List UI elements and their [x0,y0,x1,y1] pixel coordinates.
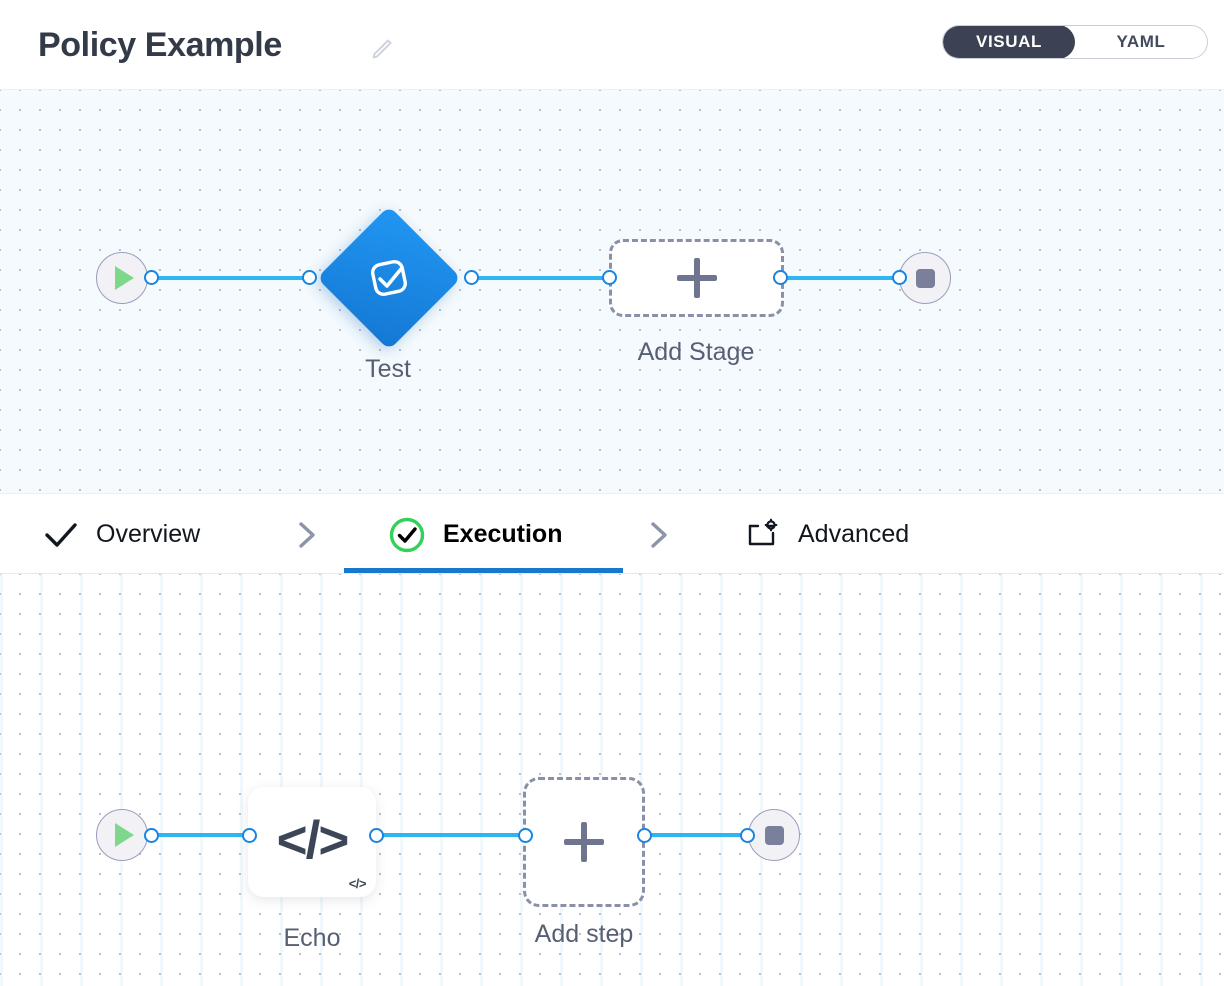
stage-diamond-shape[interactable] [316,205,462,351]
connector-dot-test-out[interactable] [464,270,479,285]
connector-dot-echo-out[interactable] [369,828,384,843]
tab-advanced-label: Advanced [798,520,910,548]
stop-icon [915,268,935,288]
connector-dot-start-out[interactable] [144,270,159,285]
plus-icon [564,822,604,862]
step-end-node[interactable] [748,809,800,861]
connector-addstage-to-end [778,276,903,280]
tab-advanced[interactable]: Advanced [745,494,909,575]
plus-icon [676,258,717,298]
connector-dot-step-start-out[interactable] [144,828,159,843]
play-icon [115,823,134,847]
tab-execution-label: Execution [443,520,563,548]
stage-canvas[interactable]: Test Add Stage [0,90,1224,493]
stage-label-test: Test [365,355,411,383]
connector-test-to-addstage [465,276,615,280]
view-mode-toggle[interactable]: VISUAL YAML [942,25,1208,59]
mode-option-yaml[interactable]: YAML [1116,32,1166,51]
connector-addstep-to-end [640,833,760,837]
chevron-right-icon-1 [296,494,320,575]
connector-start-to-test [150,276,315,280]
chevron-right-icon-2 [648,494,672,575]
window-gear-icon [745,518,781,552]
pencil-icon[interactable] [368,36,394,64]
tab-execution[interactable]: Execution [388,494,562,575]
add-stage-button[interactable] [609,239,784,317]
add-stage-label: Add Stage [637,338,755,366]
stage-end-node[interactable] [899,252,951,304]
page-header: Policy Example VISUAL YAML [0,0,1224,90]
page-title: Policy Example [38,26,282,64]
add-step-button[interactable] [523,777,645,907]
step-label-echo: Echo [283,924,341,952]
mode-option-visual[interactable]: VISUAL [943,26,1075,58]
play-icon [115,266,134,290]
stage-start-node[interactable] [96,252,148,304]
connector-dot-echo-in[interactable] [242,828,257,843]
connector-dot-test-in[interactable] [302,270,317,285]
connector-dot-addstep-in[interactable] [518,828,533,843]
connector-dot-addstage-out[interactable] [773,270,788,285]
connector-dot-addstage-in[interactable] [602,270,617,285]
connector-dot-step-end-in[interactable] [740,828,755,843]
connector-dot-addstep-out[interactable] [637,828,652,843]
tab-active-underline [344,568,623,573]
code-icon: </> [276,810,350,870]
stop-icon [764,825,784,845]
check-circle-icon [388,516,426,554]
check-icon [44,522,78,548]
step-node-echo[interactable]: </> </> [248,787,376,897]
connector-dot-end-in[interactable] [892,270,907,285]
add-step-label: Add step [534,920,634,948]
tab-overview-label: Overview [96,520,201,548]
step-canvas[interactable]: </> </> Echo Add step [0,574,1224,986]
connector-echo-to-addstep [370,833,530,837]
code-badge-icon: </> [348,876,367,891]
tab-overview[interactable]: Overview [44,494,200,575]
step-config-tabbar: Overview Execution [0,493,1224,574]
connector-start-to-echo [150,833,255,837]
step-start-node[interactable] [96,809,148,861]
stage-node-test[interactable] [316,205,462,351]
